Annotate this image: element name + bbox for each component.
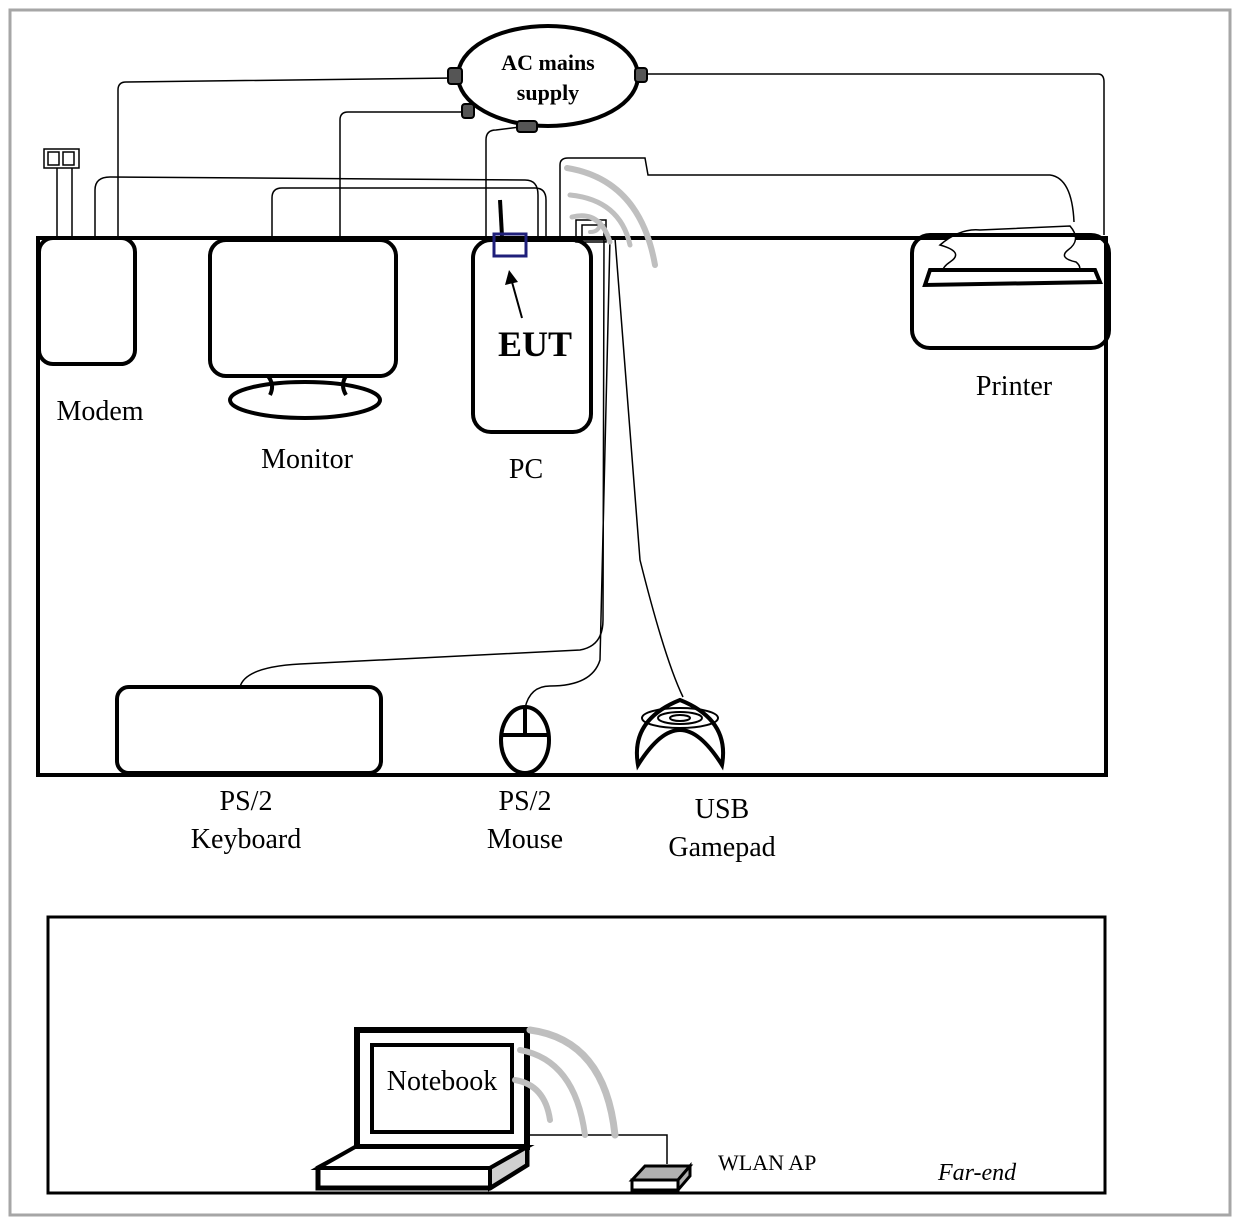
ac-mains-line2: supply <box>517 80 579 105</box>
notebook-wireless-icon <box>512 1026 619 1139</box>
ac-mains-ellipse <box>456 24 640 128</box>
notebook-icon <box>310 1027 535 1192</box>
eut-module-marker <box>492 232 528 258</box>
printer-power-cable <box>645 73 1105 235</box>
monitor-icon <box>208 238 398 420</box>
printer-data-cable <box>559 157 1075 238</box>
eut-label: EUT <box>498 324 572 364</box>
far-end-table <box>46 915 1107 1195</box>
notebook-ap-cable <box>527 1134 668 1164</box>
keyboard-cable <box>239 237 605 688</box>
modem-label: Modem <box>56 396 143 427</box>
pc-wireless-icon <box>564 165 658 268</box>
printer-icon <box>910 225 1111 350</box>
far-end-label: Far-end <box>937 1160 1017 1186</box>
modem-power-cable <box>117 77 456 238</box>
cables <box>56 73 1105 1164</box>
ac-mains-line1: AC mains <box>501 50 595 75</box>
monitor-power-cable <box>339 111 466 240</box>
gamepad-icon <box>634 697 726 771</box>
mouse-cable <box>524 237 611 709</box>
keyboard-icon <box>115 685 383 775</box>
eut-arrow-icon <box>505 270 523 319</box>
printer-label: Printer <box>976 371 1053 402</box>
gamepad-label-line2: Gamepad <box>668 832 775 863</box>
keyboard-label-line2: Keyboard <box>191 824 301 855</box>
modem-icon <box>37 236 137 366</box>
wlan-ap-icon <box>628 1161 694 1195</box>
test-table <box>36 236 1108 777</box>
pc-label: PC <box>509 454 543 485</box>
gamepad-label-line1: USB <box>695 794 749 825</box>
pc-icon <box>471 238 593 434</box>
notebook-label: Notebook <box>387 1066 497 1097</box>
outer-frame <box>8 8 1232 1217</box>
phone-jack-icon <box>43 148 80 169</box>
power-plugs <box>447 67 648 133</box>
wlan-ap-label: WLAN AP <box>718 1150 816 1175</box>
plug-pc-icon <box>516 120 538 133</box>
mouse-label-line2: Mouse <box>487 824 563 855</box>
monitor-label: Monitor <box>261 444 353 475</box>
gamepad-cable <box>614 237 684 698</box>
pc-power-cable <box>485 126 521 240</box>
keyboard-label-line1: PS/2 <box>220 786 273 817</box>
plug-printer-icon <box>634 67 648 83</box>
phone-line-cable <box>56 168 73 238</box>
plug-modem-icon <box>447 67 463 85</box>
mouse-label-line1: PS/2 <box>499 786 552 817</box>
monitor-signal-cable <box>271 187 547 238</box>
eut-antenna-icon <box>498 199 504 237</box>
modem-pc-cable <box>94 176 539 238</box>
plug-monitor-icon <box>461 103 475 119</box>
mouse-icon <box>499 705 551 775</box>
